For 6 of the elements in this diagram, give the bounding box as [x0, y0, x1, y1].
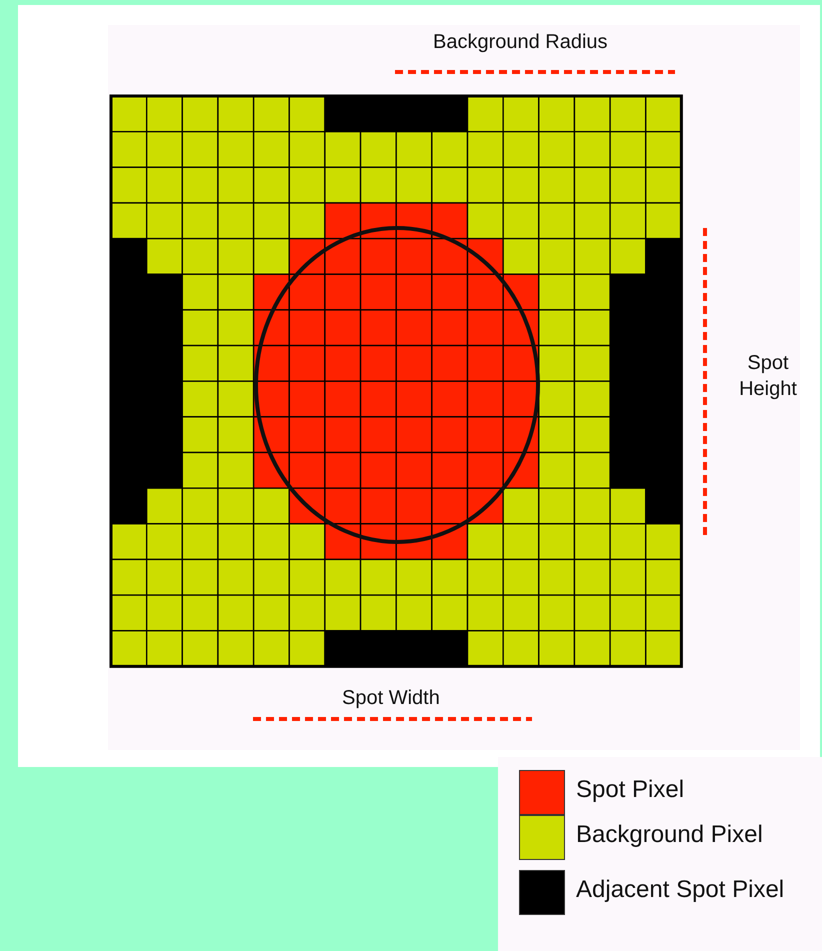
dimension-label: Spot Height: [738, 351, 798, 402]
legend-label: Adjacent Spot Pixel: [576, 875, 786, 905]
legend-label: Spot Pixel: [576, 775, 686, 805]
dimension-label: Spot Width: [342, 686, 440, 711]
legend-label: Background Pixel: [576, 820, 764, 850]
dimension-label: Background Radius: [433, 30, 608, 55]
